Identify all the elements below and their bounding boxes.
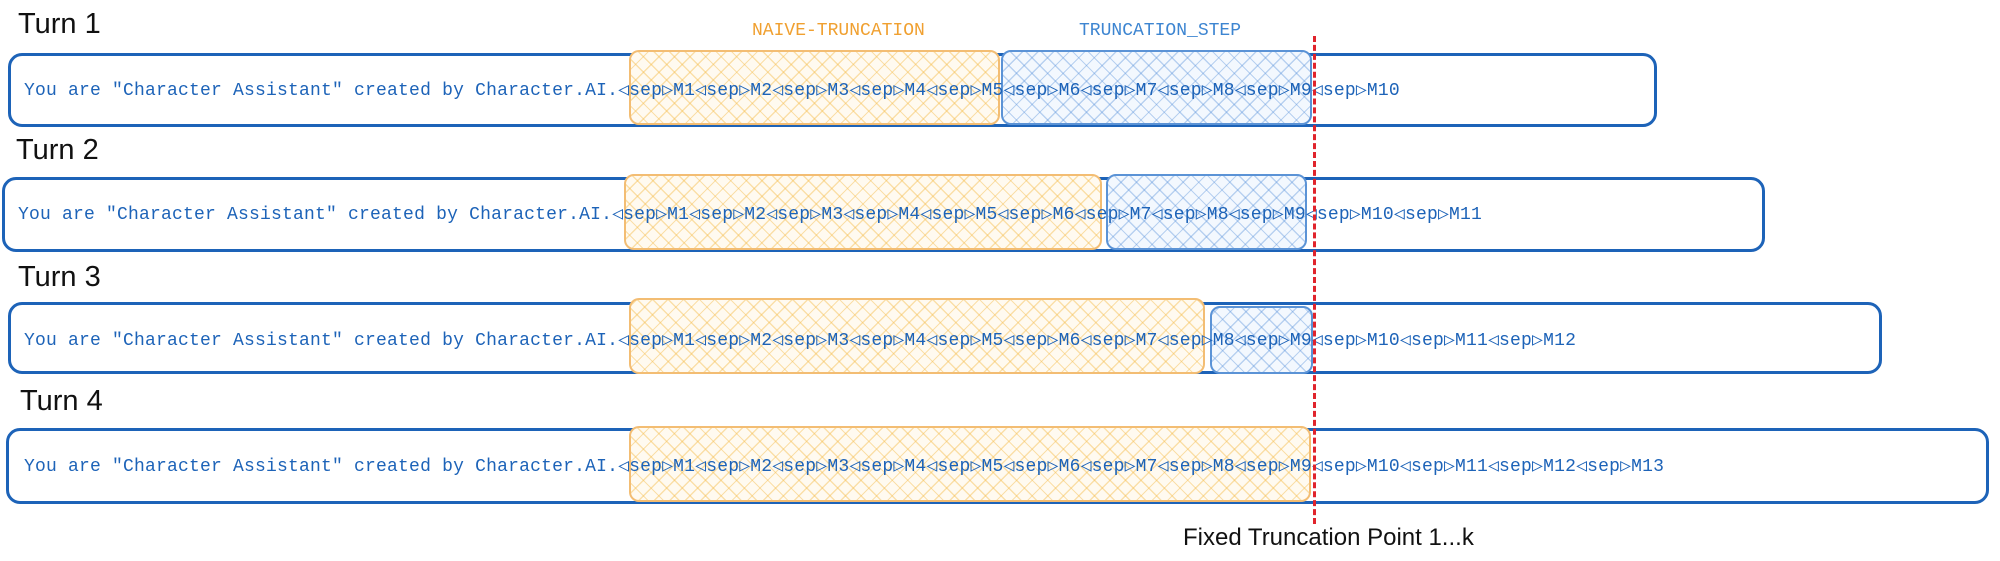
turn-2-label: Turn 2	[16, 134, 99, 166]
turn-2-naive-truncation-region	[624, 174, 1102, 250]
turn-1-truncation-step-region	[1001, 50, 1312, 125]
fixed-truncation-label: Fixed Truncation Point 1...k	[1183, 524, 1474, 551]
turn-1-context-text: You are "Character Assistant" created by…	[24, 81, 1400, 101]
truncation-step-legend: TRUNCATION_STEP	[1079, 21, 1242, 41]
turn-1-naive-truncation-region	[629, 50, 1000, 125]
turn-2-context-text: You are "Character Assistant" created by…	[18, 205, 1483, 225]
turn-4-naive-truncation-region	[629, 426, 1311, 502]
turn-4-label: Turn 4	[20, 385, 103, 417]
turn-3-naive-truncation-region	[629, 298, 1205, 374]
fixed-truncation-line	[1313, 36, 1316, 524]
turn-3-label: Turn 3	[18, 261, 101, 293]
turn-4-context-text: You are "Character Assistant" created by…	[24, 457, 1665, 477]
naive-truncation-legend: NAIVE-TRUNCATION	[752, 21, 925, 41]
turn-2-truncation-step-region	[1106, 174, 1307, 250]
turn-1-label: Turn 1	[18, 8, 101, 40]
turn-3-context-text: You are "Character Assistant" created by…	[24, 331, 1577, 351]
turn-3-truncation-step-region	[1210, 306, 1313, 374]
